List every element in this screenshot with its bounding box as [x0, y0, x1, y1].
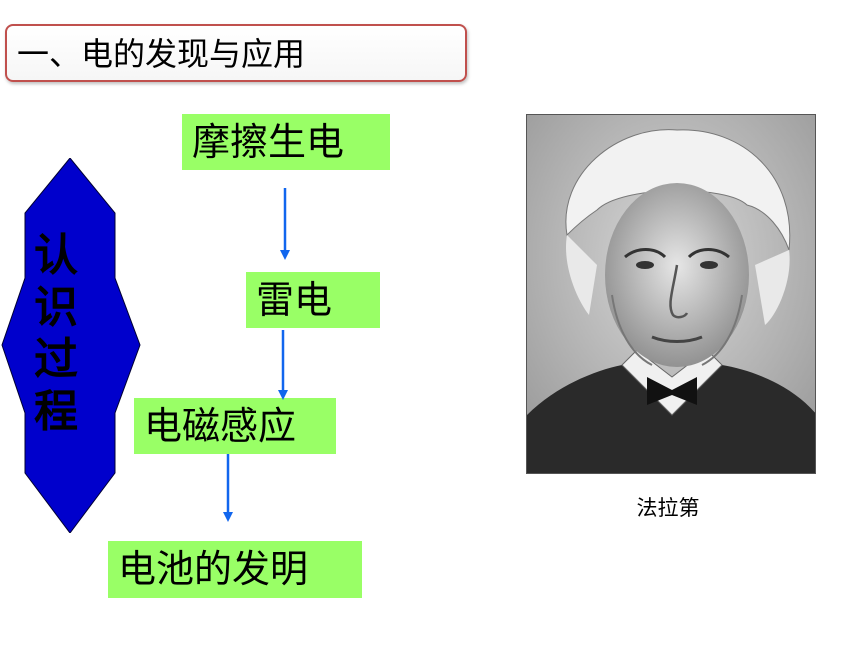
node-friction: 摩擦生电 [182, 114, 390, 170]
vertical-char-3: 过 [34, 334, 78, 385]
arrow-1-head [280, 250, 290, 260]
node-lightning: 雷电 [246, 272, 380, 328]
portrait-image [526, 114, 816, 474]
portrait-caption: 法拉第 [636, 496, 700, 520]
vertical-label: 认 识 过 程 [28, 230, 84, 438]
vertical-char-4: 程 [34, 386, 78, 437]
title-box: 一、电的发现与应用 [5, 24, 467, 82]
vertical-char-2: 识 [34, 282, 78, 333]
node-battery: 电池的发明 [108, 541, 362, 598]
node-induction: 电磁感应 [134, 398, 336, 454]
page-title: 一、电的发现与应用 [17, 35, 306, 73]
arrow-3-head [223, 512, 233, 522]
vertical-char-1: 认 [34, 230, 78, 281]
arrow-2-head [278, 390, 288, 400]
hexagon-shape [1, 158, 141, 533]
